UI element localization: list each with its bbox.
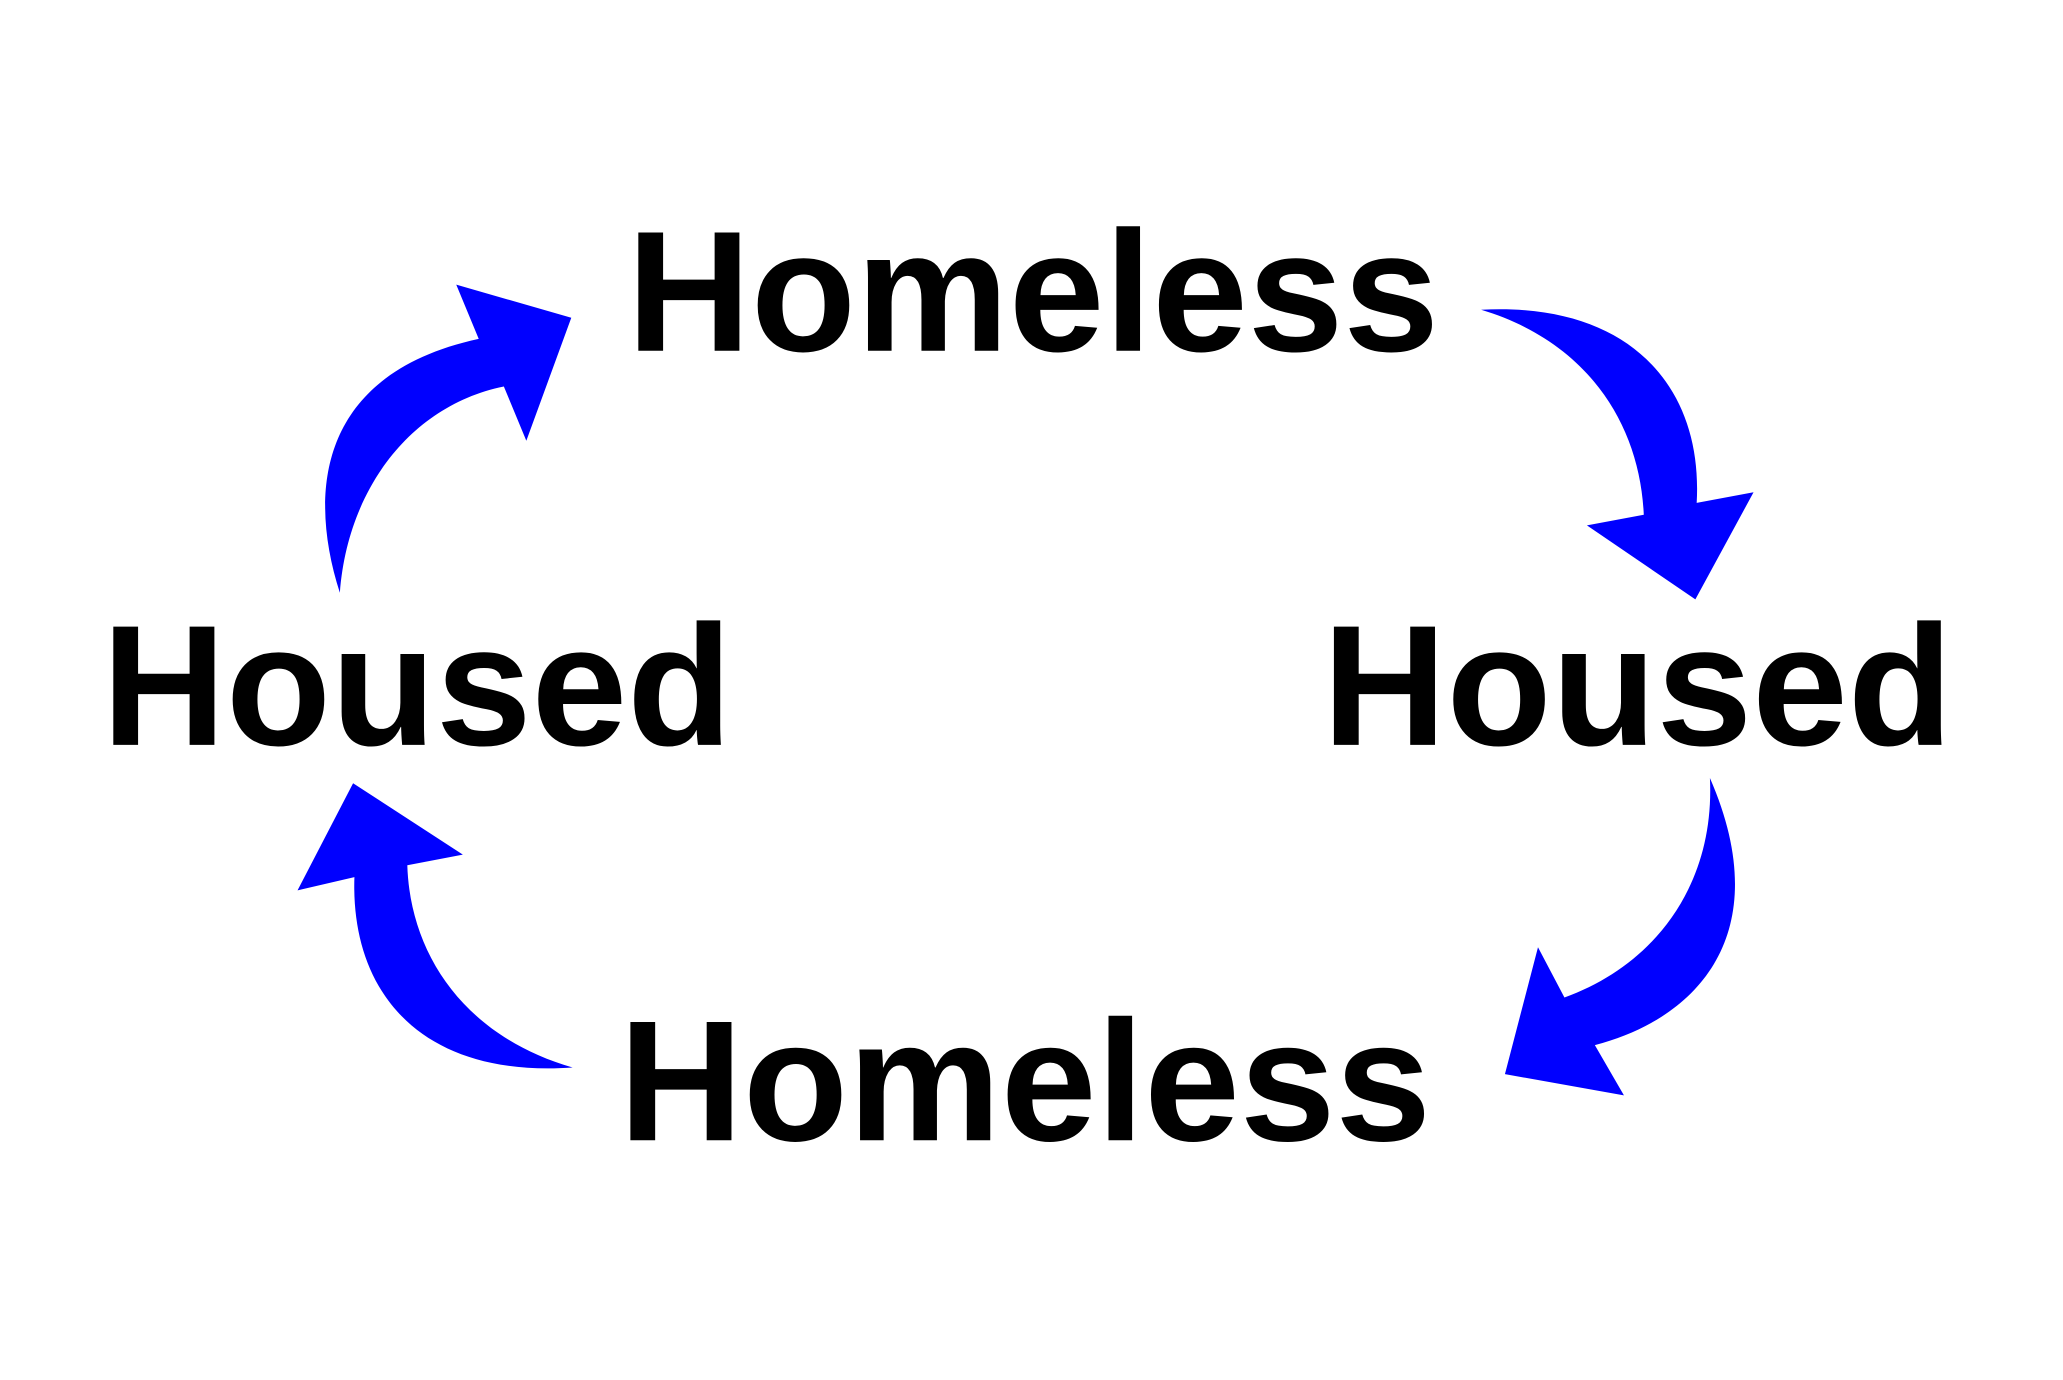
- node-top-homeless: Homeless: [627, 196, 1439, 388]
- arrow-left-to-top-icon: [325, 284, 572, 593]
- arrow-right-to-bottom-icon: [1504, 777, 1735, 1096]
- arrow-bottom-to-left-icon: [297, 783, 573, 1069]
- node-right-housed: Housed: [1322, 590, 1952, 782]
- node-bottom-homeless: Homeless: [619, 985, 1431, 1177]
- arrow-top-to-right-icon: [1481, 309, 1754, 600]
- node-left-housed: Housed: [102, 590, 732, 782]
